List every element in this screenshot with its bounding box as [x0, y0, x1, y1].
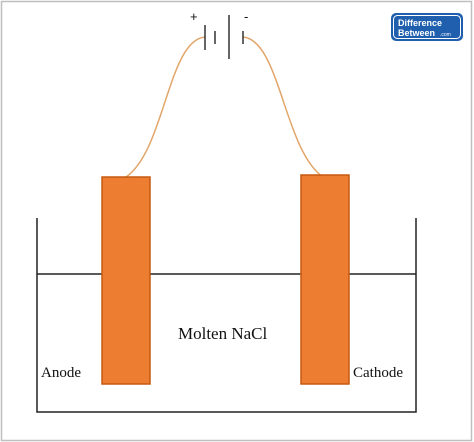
container: [36, 218, 417, 413]
cathode-electrode: [300, 174, 350, 385]
logo-line2: Between: [398, 28, 435, 38]
anode-label: Anode: [41, 365, 81, 381]
cathode-label: Cathode: [353, 365, 403, 381]
difference-between-logo: Difference Between .com: [391, 13, 463, 41]
logo-inner-border: [393, 15, 461, 39]
anode-electrode: [101, 176, 151, 385]
logo-suffix: .com: [440, 32, 451, 38]
battery-negative-sign: -: [244, 9, 248, 24]
anode-wire: [125, 36, 206, 178]
electrolyte-label: Molten NaCl: [178, 324, 268, 343]
cathode-wire: [242, 36, 324, 178]
battery-icon: [204, 15, 244, 59]
logo-background: [391, 13, 463, 41]
logo-line1: Difference: [398, 18, 442, 28]
battery-positive-sign: +: [190, 9, 198, 24]
